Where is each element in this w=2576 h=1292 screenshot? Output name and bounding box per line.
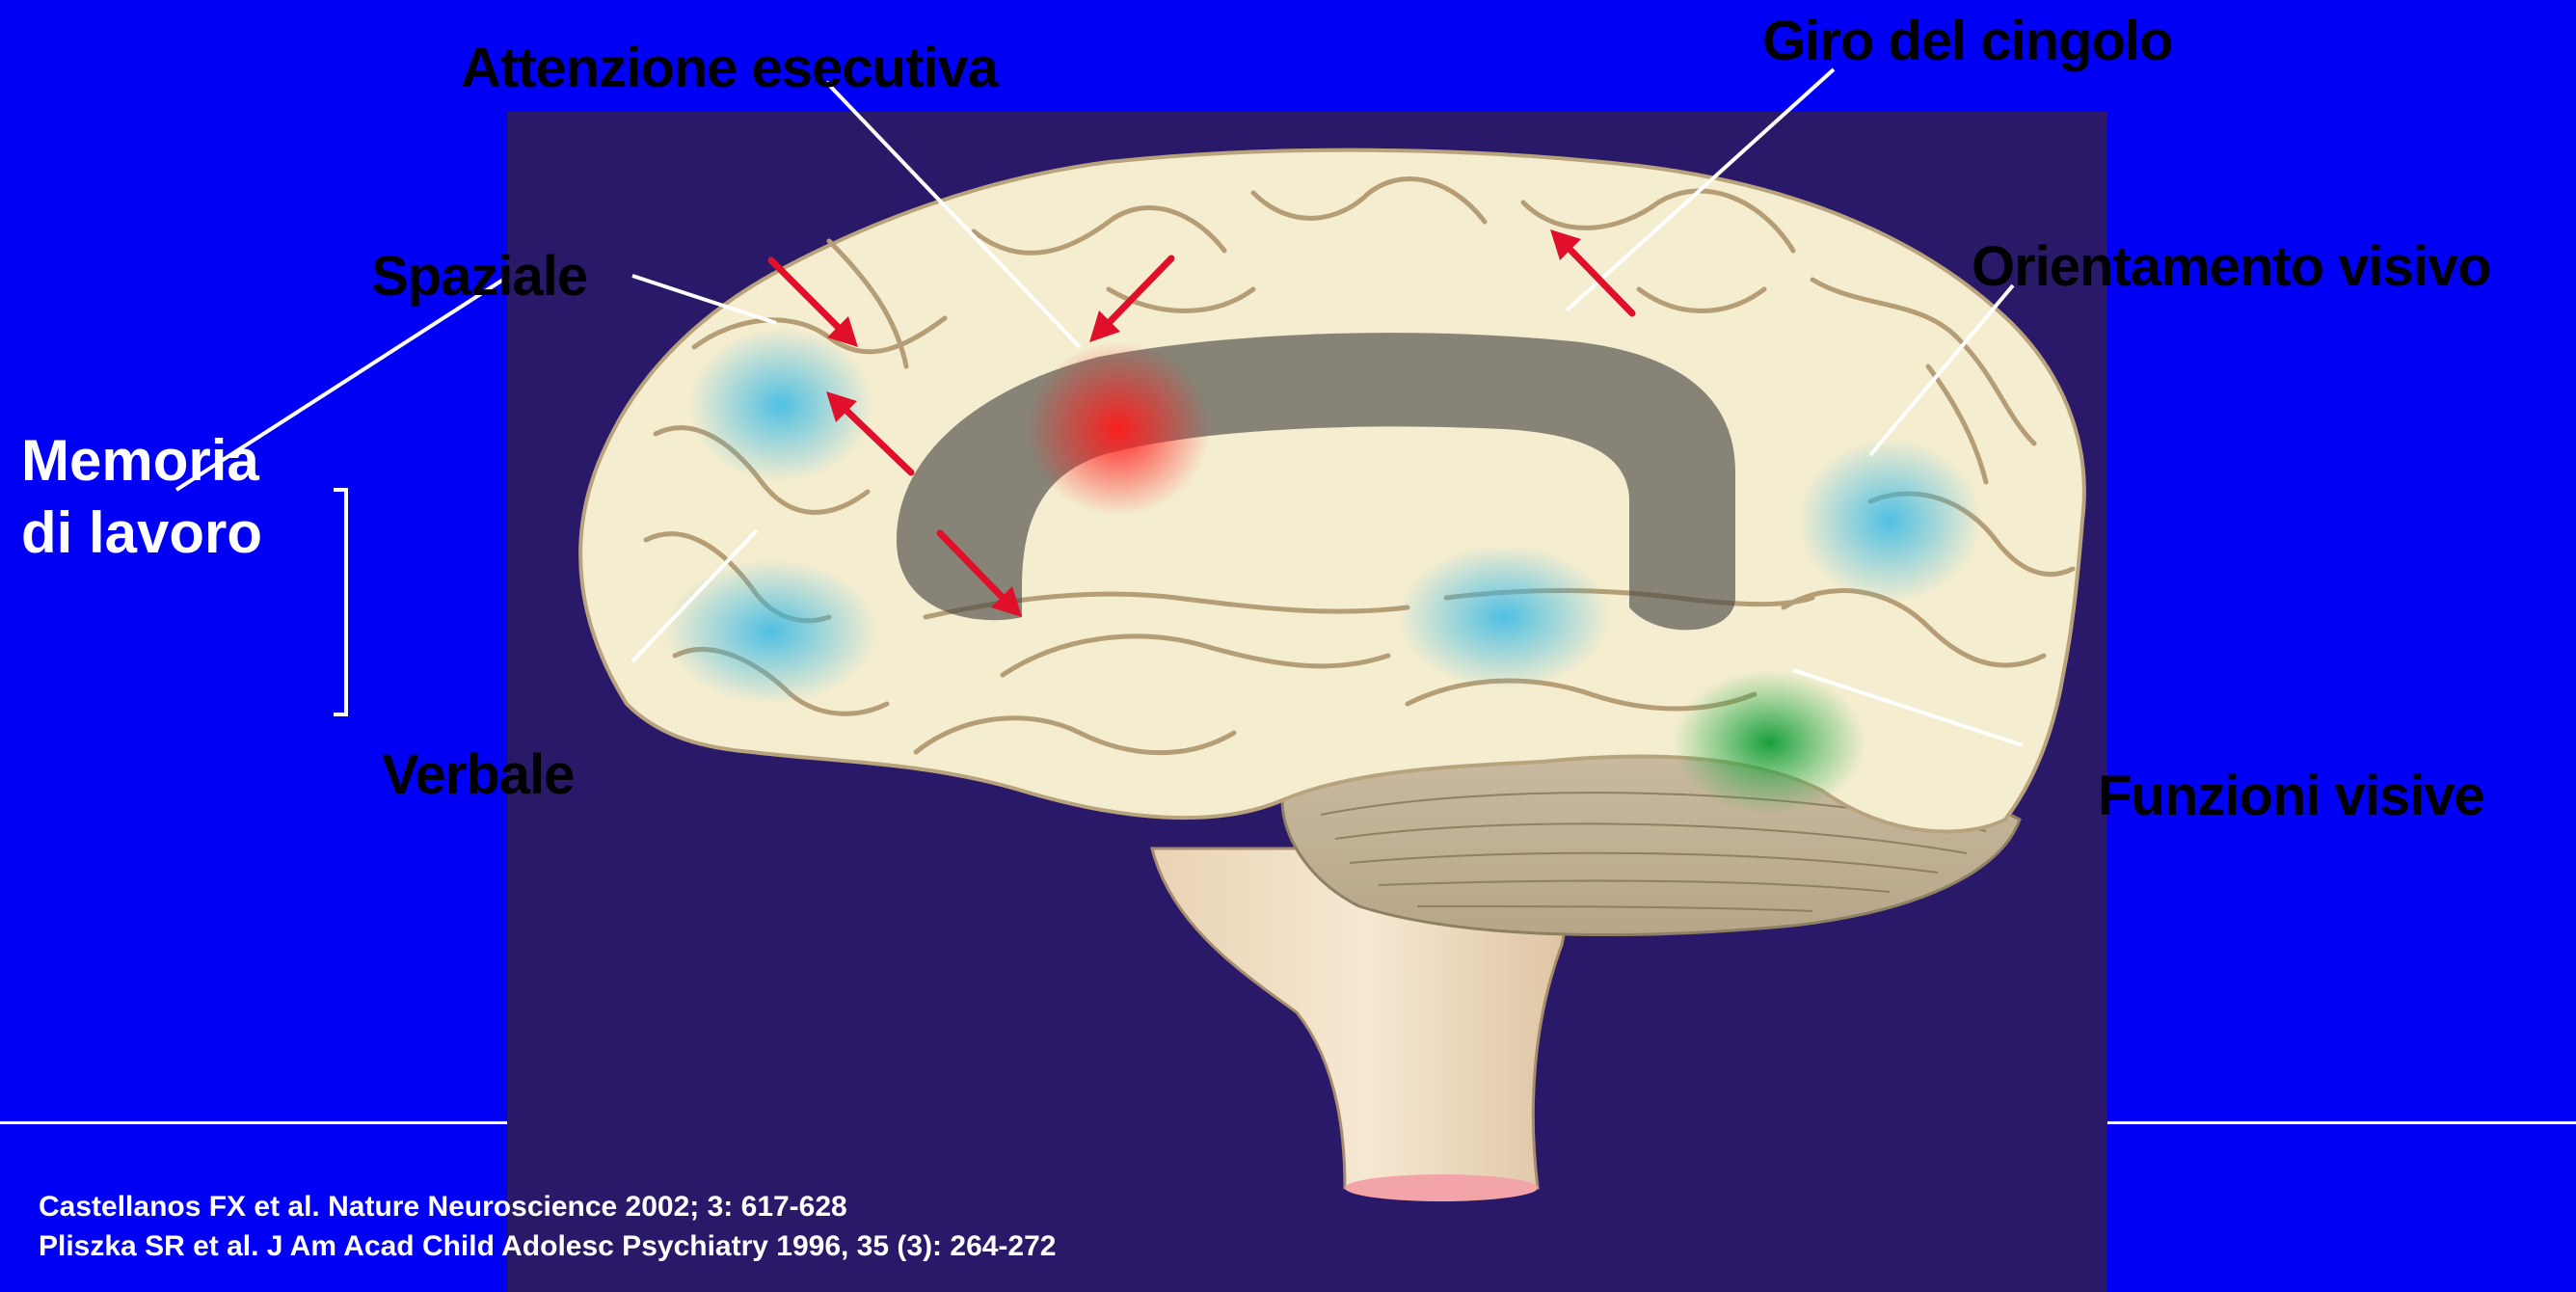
label-memoria-line2: di lavoro <box>21 497 262 569</box>
reference-1: Castellanos FX et al. Nature Neuroscienc… <box>39 1188 1056 1227</box>
label-funzioni-visive: Funzioni visive <box>2098 768 2484 824</box>
stem-cut-surface <box>1345 1174 1538 1201</box>
executive-attention-region <box>1027 342 1210 516</box>
label-orientamento-visivo: Orientamento visivo <box>1972 239 2491 295</box>
references: Castellanos FX et al. Nature Neuroscienc… <box>39 1188 1056 1266</box>
label-attenzione-esecutiva: Attenzione esecutiva <box>461 40 998 96</box>
label-giro-del-cingolo: Giro del cingolo <box>1762 13 2172 69</box>
temporal-region <box>1398 545 1610 689</box>
label-memoria-line1: Memoria <box>21 424 262 497</box>
label-memoria-di-lavoro: Memoria di lavoro <box>21 424 262 569</box>
label-verbale: Verbale <box>382 747 574 803</box>
bracket-icon <box>334 490 346 714</box>
reference-2: Pliszka SR et al. J Am Acad Child Adoles… <box>39 1227 1056 1267</box>
visual-functions-region <box>1673 670 1865 815</box>
verbal-memory-region <box>665 559 877 704</box>
visual-orientation-region <box>1798 439 1981 603</box>
label-spaziale: Spaziale <box>371 249 587 305</box>
